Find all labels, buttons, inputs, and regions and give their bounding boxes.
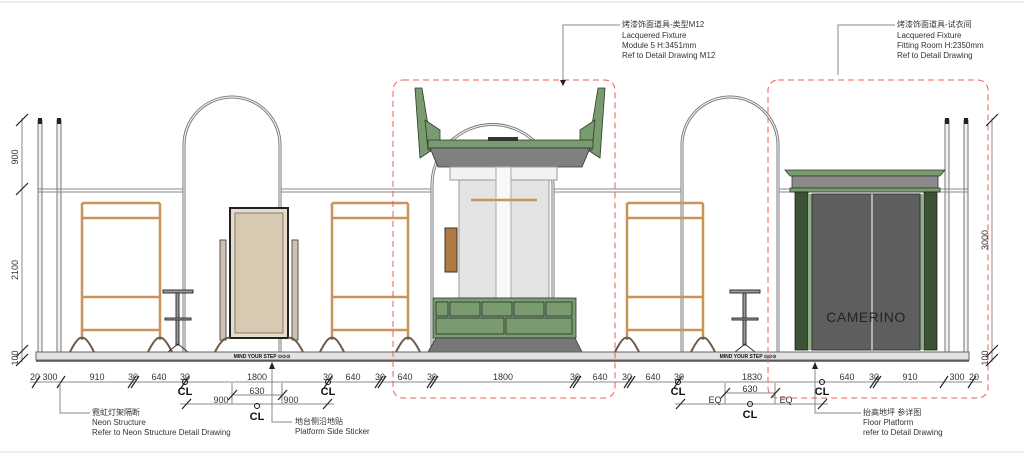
svg-text:630: 630 <box>249 386 264 396</box>
svg-text:烤漆饰面道具-试衣间: 烤漆饰面道具-试衣间 <box>897 19 972 29</box>
svg-text:Ref to Detail Drawing M12: Ref to Detail Drawing M12 <box>622 51 716 60</box>
svg-text:100: 100 <box>10 350 20 365</box>
svg-text:630: 630 <box>742 384 757 394</box>
svg-text:910: 910 <box>902 372 917 382</box>
svg-text:1830: 1830 <box>742 372 762 382</box>
floor-platform: MIND YOUR STEP ⊙⊙⊙ MIND YOUR STEP ⊙⊙⊙ <box>35 351 970 362</box>
svg-text:910: 910 <box>89 372 104 382</box>
svg-text:30: 30 <box>323 372 333 382</box>
callout-floor-platform: 抬高地坪 参详图 Floor Platform refer to Detail … <box>812 362 943 437</box>
centerline-icon: CL <box>321 386 336 398</box>
mind-step-sticker: MIND YOUR STEP ⊙⊙⊙ <box>720 354 777 360</box>
svg-text:Refer to Neon Structure Detail: Refer to Neon Structure Detail Drawing <box>92 428 231 437</box>
clothing-rack <box>69 201 173 353</box>
svg-text:20: 20 <box>969 372 979 382</box>
svg-text:30: 30 <box>427 372 437 382</box>
svg-text:640: 640 <box>645 372 660 382</box>
svg-text:1800: 1800 <box>493 372 513 382</box>
clothing-rack <box>614 201 716 353</box>
svg-text:refer to Detail Drawing: refer to Detail Drawing <box>863 428 943 437</box>
centerline-icon: CL <box>671 386 686 398</box>
svg-text:3000: 3000 <box>980 230 990 250</box>
svg-text:烤漆饰面道具-类型M12: 烤漆饰面道具-类型M12 <box>622 19 705 29</box>
centerline-icon: CL <box>743 409 758 421</box>
svg-text:2100: 2100 <box>10 260 20 280</box>
side-table <box>162 289 194 353</box>
svg-text:640: 640 <box>397 372 412 382</box>
camerino-sign: CAMERINO <box>826 309 905 325</box>
centerline-icon: CL <box>178 386 193 398</box>
svg-text:30: 30 <box>128 372 138 382</box>
svg-text:Platform Side Sticker: Platform Side Sticker <box>295 427 370 436</box>
svg-text:640: 640 <box>592 372 607 382</box>
horizontal-dimension-chain: 20 300 910 30 640 30 1800 30 640 30 640 … <box>30 372 982 389</box>
svg-text:640: 640 <box>839 372 854 382</box>
sub-dimension-left: 630 900 900 <box>180 383 334 410</box>
svg-text:900: 900 <box>213 395 228 405</box>
vertical-dimension-right: 3000 100 <box>980 113 999 367</box>
svg-text:EQ: EQ <box>779 395 792 405</box>
mind-step-sticker: MIND YOUR STEP ⊙⊙⊙ <box>234 354 291 360</box>
centerline-markers: CL CL CL CL CL CL <box>178 379 830 423</box>
svg-text:900: 900 <box>283 395 298 405</box>
vertical-dimension-left: 900 2100 100 <box>10 113 29 367</box>
standing-mirror <box>214 207 304 353</box>
sub-dimension-right: 630 EQ EQ <box>675 383 828 410</box>
svg-text:Lacquered Fixture: Lacquered Fixture <box>897 31 962 40</box>
svg-text:640: 640 <box>151 372 166 382</box>
svg-text:30: 30 <box>869 372 879 382</box>
svg-text:Neon Structure: Neon Structure <box>92 418 146 427</box>
svg-text:Module 5 H:3451mm: Module 5 H:3451mm <box>622 41 697 50</box>
detail-boundary-fitting-room <box>767 79 989 399</box>
svg-text:20: 20 <box>30 372 40 382</box>
svg-text:Fitting Room H:2350mm: Fitting Room H:2350mm <box>897 41 984 50</box>
svg-text:30: 30 <box>375 372 385 382</box>
centerline-icon: CL <box>250 411 265 423</box>
side-table <box>729 289 761 353</box>
svg-text:100: 100 <box>980 350 990 365</box>
callout-fixture-m12: 烤漆饰面道具-类型M12 Lacquered Fixture Module 5 … <box>560 19 716 86</box>
svg-text:300: 300 <box>42 372 57 382</box>
svg-text:30: 30 <box>622 372 632 382</box>
centerline-icon: CL <box>815 386 830 398</box>
callout-platform-sticker: 地台侧沿地贴 Platform Side Sticker <box>269 362 370 436</box>
svg-text:Floor Platform: Floor Platform <box>863 418 914 427</box>
svg-text:30: 30 <box>674 372 684 382</box>
svg-text:1800: 1800 <box>247 372 267 382</box>
svg-text:EQ: EQ <box>708 395 721 405</box>
svg-text:30: 30 <box>570 372 580 382</box>
callout-fitting-room: 烤漆饰面道具-试衣间 Lacquered Fixture Fitting Roo… <box>837 19 984 75</box>
svg-text:900: 900 <box>10 149 20 164</box>
detail-boundary-m12 <box>392 79 616 399</box>
fitting-room-fixture: CAMERINO <box>784 169 946 351</box>
svg-text:300: 300 <box>949 372 964 382</box>
svg-text:Lacquered Fixture: Lacquered Fixture <box>622 31 687 40</box>
svg-text:640: 640 <box>345 372 360 382</box>
clothing-rack <box>319 201 421 353</box>
svg-text:霓虹灯架隔断: 霓虹灯架隔断 <box>92 407 140 417</box>
lacquered-fixture-m12 <box>414 87 606 353</box>
callout-neon-structure: 霓虹灯架隔断 Neon Structure Refer to Neon Stru… <box>59 383 231 437</box>
svg-text:30: 30 <box>180 372 190 382</box>
svg-text:Ref to Detail Drawing: Ref to Detail Drawing <box>897 51 973 60</box>
svg-text:抬高地坪 参详图: 抬高地坪 参详图 <box>863 407 921 417</box>
svg-text:地台侧沿地贴: 地台侧沿地贴 <box>295 416 343 426</box>
